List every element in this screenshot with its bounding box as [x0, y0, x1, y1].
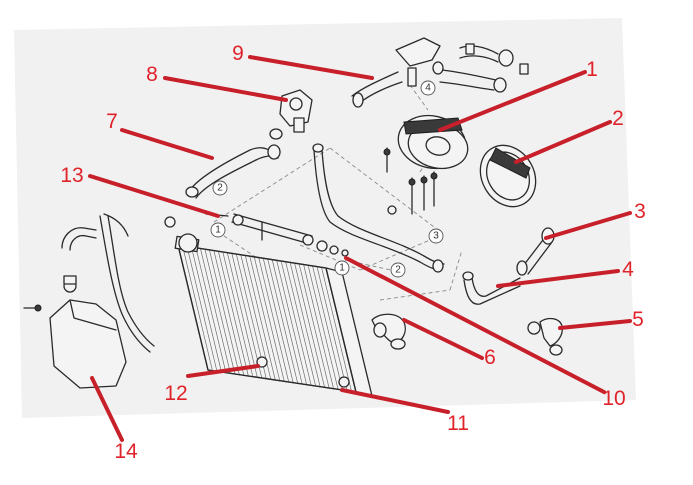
radiator-fin: [244, 255, 276, 381]
reference-bubble: 1: [334, 260, 350, 276]
radiator-fin: [253, 256, 285, 382]
radiator-fin: [195, 247, 227, 373]
reference-bubble-circle: [390, 262, 406, 278]
leader-line-12: [186, 364, 260, 378]
hose-7: [185, 144, 281, 199]
leader-line-3: [544, 211, 632, 240]
callout-4: 4: [622, 258, 634, 281]
radiator-fin: [191, 247, 222, 373]
leader-line-2: [514, 120, 612, 164]
callout-14: 14: [114, 440, 138, 463]
leader-line-10: [344, 256, 606, 394]
callout-5: 5: [632, 308, 644, 331]
reference-bubble-label: 2: [395, 265, 401, 276]
radiator-fin: [289, 262, 321, 387]
leader-line-7: [120, 128, 214, 160]
radiator-fin: [285, 261, 316, 387]
reference-bubble-label: 1: [339, 263, 345, 274]
radiator-fin: [231, 253, 263, 379]
radiator-fin: [182, 245, 213, 371]
callout-10: 10: [602, 387, 625, 410]
radiator-fin: [267, 258, 299, 384]
leader-line-9: [248, 55, 374, 80]
elbow-5: [527, 317, 563, 356]
cooling-fan-1: [397, 114, 469, 170]
reference-bubble-circle: [334, 260, 350, 276]
thermostat-housing: [269, 89, 313, 140]
callout-1: 1: [586, 58, 598, 81]
reference-bubble: 3: [428, 228, 444, 244]
radiator-fin: [312, 265, 343, 391]
reference-bubble: 2: [390, 262, 406, 278]
long-coolant-pipe: [312, 143, 445, 273]
radiator-fin: [200, 248, 231, 374]
reference-bubbles: 1 2 2 3 1 4: [210, 80, 444, 278]
radiator-fin: [249, 256, 281, 381]
reference-bubble-circle: [428, 228, 444, 244]
leader-line-11: [340, 388, 450, 414]
leader-line-14: [90, 376, 124, 442]
reference-bubble-circle: [420, 80, 436, 96]
leader-line-6: [402, 318, 484, 360]
backdrop-shading: [14, 18, 636, 418]
coolant-reservoir: [23, 213, 155, 389]
reference-bubble-circle: [212, 180, 228, 196]
crossover-pipe: [164, 213, 314, 246]
radiator: [174, 233, 373, 397]
radiator-fin: [262, 258, 294, 383]
callout-9: 9: [232, 42, 244, 65]
reference-bubble-circle: [210, 222, 226, 238]
callout-11: 11: [447, 412, 469, 435]
radiator-fin: [276, 260, 308, 385]
reference-bubble-label: 3: [433, 231, 439, 242]
radiator-fin: [307, 265, 339, 390]
callout-3: 3: [634, 200, 646, 223]
radiator-fin: [321, 267, 352, 392]
leader-line-1: [438, 70, 587, 132]
callout-8: 8: [146, 63, 158, 86]
radiator-fin: [298, 263, 330, 389]
leader-line-13: [88, 174, 220, 218]
leader-line-5: [558, 319, 632, 330]
callout-12: 12: [164, 382, 187, 405]
leader-line-4: [496, 269, 620, 288]
radiator-fin: [303, 264, 334, 389]
reference-bubble: 2: [212, 180, 228, 196]
callout-labels: 1 2 3 4 5 6 7 8 9 10 11 12 13 14: [60, 42, 646, 463]
callout-7: 7: [106, 110, 118, 133]
elbow-hose-6: [371, 313, 406, 350]
radiator-fin: [316, 266, 348, 391]
radiator-fin: [271, 259, 303, 385]
radiator-fin: [226, 252, 258, 378]
leader-lines: [88, 55, 632, 442]
radiator-fin: [204, 249, 236, 375]
fittings-10: [316, 240, 349, 257]
radiator-fin: [209, 249, 240, 375]
leader-line-8: [163, 76, 288, 102]
upper-hose-assembly: [351, 37, 529, 108]
callout-6: 6: [484, 346, 496, 369]
radiator-fin: [222, 251, 254, 377]
reference-bubble-label: 2: [217, 183, 223, 194]
hose-3-4: [462, 227, 555, 305]
callout-13: 13: [60, 164, 83, 187]
radiator-fin: [218, 251, 249, 377]
radiator-fin: [213, 250, 245, 376]
radiator-fin: [294, 263, 325, 388]
radiator-fin: [258, 257, 290, 383]
radiator-fin: [186, 246, 218, 372]
reference-bubble-label: 1: [215, 225, 221, 236]
reference-bubble: 4: [420, 80, 436, 96]
reference-bubble-label: 4: [425, 83, 431, 94]
fan-bolts: [383, 147, 438, 215]
callout-2: 2: [612, 107, 624, 130]
reference-bubble: 1: [210, 222, 226, 238]
radiator-fin: [280, 260, 312, 386]
